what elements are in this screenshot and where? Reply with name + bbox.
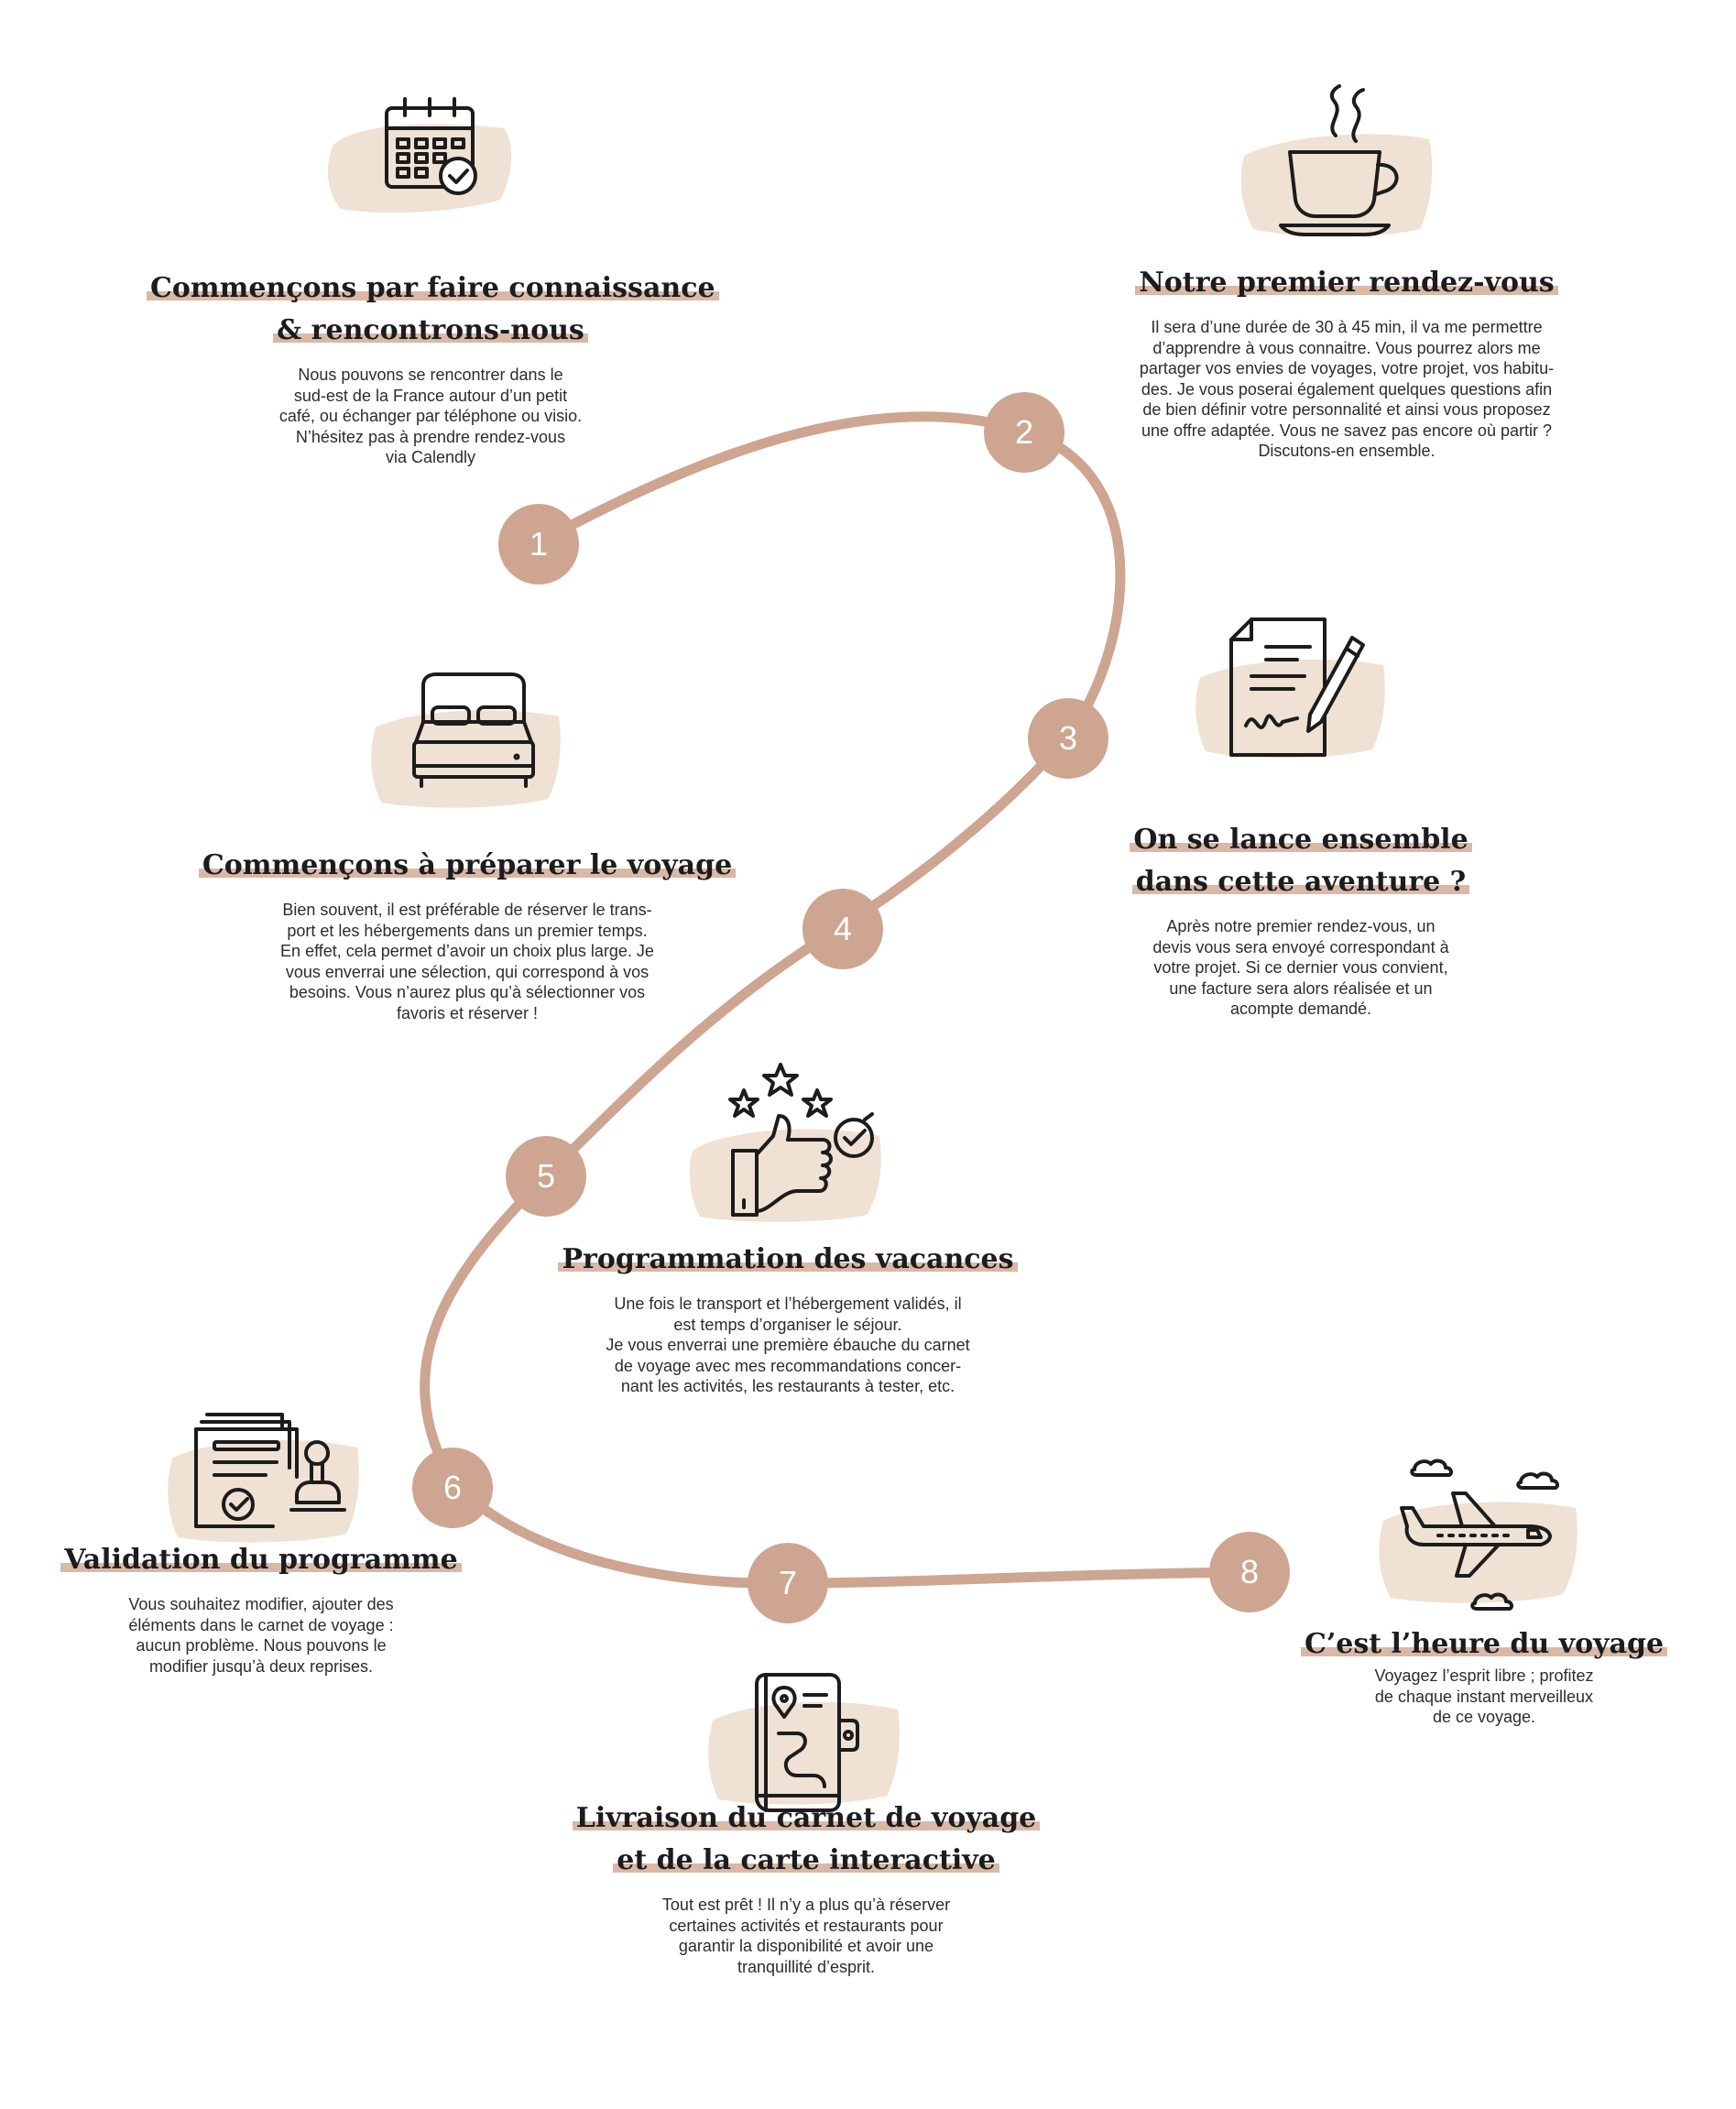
step-4-title: Commençons à préparer le voyage — [192, 845, 742, 887]
step-7-description: Tout est prêt ! Il n’y a plus qu’à réser… — [661, 1896, 951, 1976]
step-4-description: Bien souvent, il est préférable de réser… — [280, 901, 654, 1022]
step-1-description: Nous pouvons se rencontrer dans le sud-e… — [278, 366, 583, 466]
step-3-circle: 3 — [1028, 698, 1108, 779]
coffee-cup-icon — [1237, 82, 1438, 247]
step-3-title: On se lance ensemble dans cette aventure… — [1063, 819, 1539, 903]
step-7-circle: 7 — [748, 1543, 828, 1623]
step-5-title: Programmation des vacances — [513, 1239, 1063, 1281]
airplane-clouds-icon — [1374, 1457, 1585, 1622]
step-6-description: Vous souhaitez modifier, ajouter des élé… — [128, 1595, 394, 1676]
step-5-block: Programmation des vacances Une fois le t… — [513, 1239, 1063, 1397]
step-6-block: Validation du programme Vous souhaitez m… — [37, 1539, 486, 1677]
step-6-title: Validation du programme — [37, 1539, 486, 1581]
step-2-circle: 2 — [984, 392, 1065, 473]
step-8-block: C’est l’heure du voyage Voyagez l’esprit… — [1283, 1623, 1686, 1728]
calendar-check-icon — [321, 92, 522, 229]
step-7-title: Livraison du carnet de voyage et de la c… — [540, 1798, 1072, 1882]
step-8-circle: 8 — [1209, 1532, 1290, 1612]
step-1-circle: 1 — [498, 504, 579, 585]
step-1-title: Commençons par faire connaissance & renc… — [147, 268, 719, 352]
step-4-block: Commençons à préparer le voyage Bien sou… — [192, 845, 742, 1023]
stamped-document-icon — [165, 1402, 366, 1548]
step-6-circle: 6 — [412, 1448, 493, 1528]
step-1-block: Commençons par faire connaissance & renc… — [147, 268, 719, 468]
signed-contract-icon — [1191, 614, 1392, 770]
step-7-block: Livraison du carnet de voyage et de la c… — [540, 1798, 1072, 1977]
bed-icon — [366, 669, 568, 815]
travel-notebook-icon — [705, 1667, 907, 1823]
thumbs-up-stars-icon — [687, 1063, 889, 1228]
step-3-block: On se lance ensemble dans cette aventure… — [1063, 819, 1539, 1020]
step-2-title: Notre premier rendez-vous — [1072, 262, 1621, 304]
step-4-circle: 4 — [802, 889, 883, 969]
step-5-description: Une fois le transport et l’hébergement v… — [606, 1295, 970, 1395]
step-5-circle: 5 — [506, 1136, 586, 1217]
step-2-block: Notre premier rendez-vous Il sera d’une … — [1072, 262, 1621, 462]
step-8-title: C’est l’heure du voyage — [1283, 1623, 1686, 1666]
step-3-description: Après notre premier rendez-vous, un devi… — [1152, 917, 1449, 1018]
step-2-description: Il sera d’une durée de 30 à 45 min, il v… — [1139, 318, 1555, 460]
step-8-description: Voyagez l’esprit libre ; profitez de cha… — [1374, 1666, 1594, 1726]
